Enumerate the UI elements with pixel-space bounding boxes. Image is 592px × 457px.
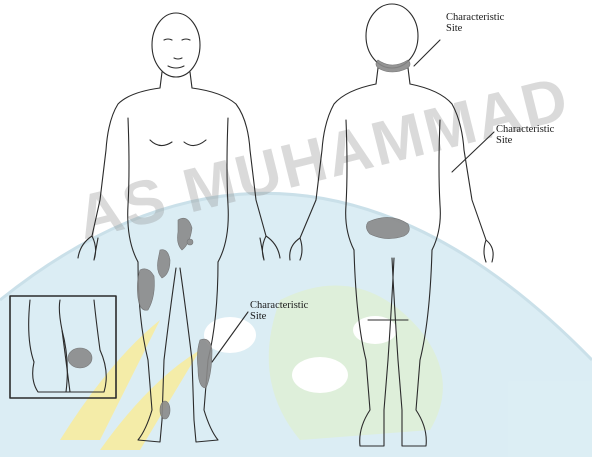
lesion-inset-foot xyxy=(68,348,92,368)
lesion-back-buttocks xyxy=(366,217,409,238)
label-characteristic-site-neck: Characteristic Site xyxy=(446,12,504,34)
lesion-back-neck xyxy=(376,60,410,72)
lesion-front-right-shin xyxy=(197,339,212,388)
leader-line-leg xyxy=(212,312,248,362)
lesion-front-thigh xyxy=(178,218,194,250)
leader-line-neck xyxy=(414,40,440,66)
leader-line-arm xyxy=(452,132,494,172)
lesion-front-left-leg xyxy=(137,250,170,419)
label-characteristic-site-arm: Characteristic Site xyxy=(496,124,554,146)
label-characteristic-site-leg: Characteristic Site xyxy=(250,300,308,322)
inset-foot-detail xyxy=(10,296,116,398)
